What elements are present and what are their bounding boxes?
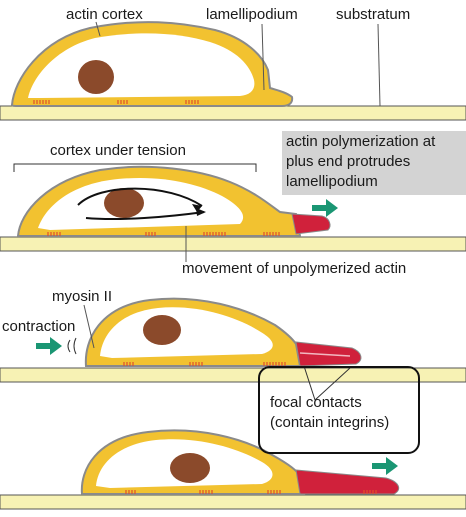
protrusion-arrow-4 [372,457,398,475]
callout-line-1: actin polymerization at [286,133,436,150]
substratum-3 [0,367,466,383]
label-movement: movement of unpolymerized actin [182,260,407,277]
panel-2 [0,163,466,262]
substratum-2 [0,236,466,252]
substratum-1 [0,105,466,121]
focal-contacts-box: focal contacts (contain integrins) [258,366,420,454]
focal-line-2: (contain integrins) [270,414,390,431]
actin-flow-arrow-lower [85,211,205,221]
label-myosin: myosin II [52,288,113,305]
cortex-bracket [13,163,257,172]
panel-1 [0,21,466,121]
focal-contacts-4 [125,490,377,494]
label-lamellipodium: lamellipodium [206,6,298,23]
label-contraction: contraction [2,318,76,335]
cell-inner-3 [100,307,273,358]
contraction-arrow [36,337,62,355]
label-actin-cortex: actin cortex [66,6,143,23]
polymerized-actin-2 [291,213,331,235]
panel-4 [0,429,466,510]
motion-marks [67,337,77,355]
callout-line-3: lamellipodium [286,173,378,190]
focal-contacts-1 [33,100,199,104]
substratum-4 [0,494,466,510]
focal-contacts-2 [47,232,280,236]
label-cortex-under-tension: cortex under tension [50,142,186,159]
label-substratum: substratum [336,6,411,23]
callout-line-2: plus end protrudes [286,153,411,170]
focal-line-1: focal contacts [270,394,362,411]
nucleus-1 [78,60,114,94]
protrusion-arrow-2 [312,199,338,217]
nucleus-2 [104,188,144,218]
nucleus-4 [170,453,210,483]
panel-3 [0,297,466,401]
focal-contacts-3 [123,362,286,366]
polymerization-callout: actin polymerization at plus end protrud… [282,131,466,195]
polymerized-actin-4 [295,469,400,495]
actin-flow-arrow-upper [77,187,203,207]
nucleus-3 [143,315,181,345]
